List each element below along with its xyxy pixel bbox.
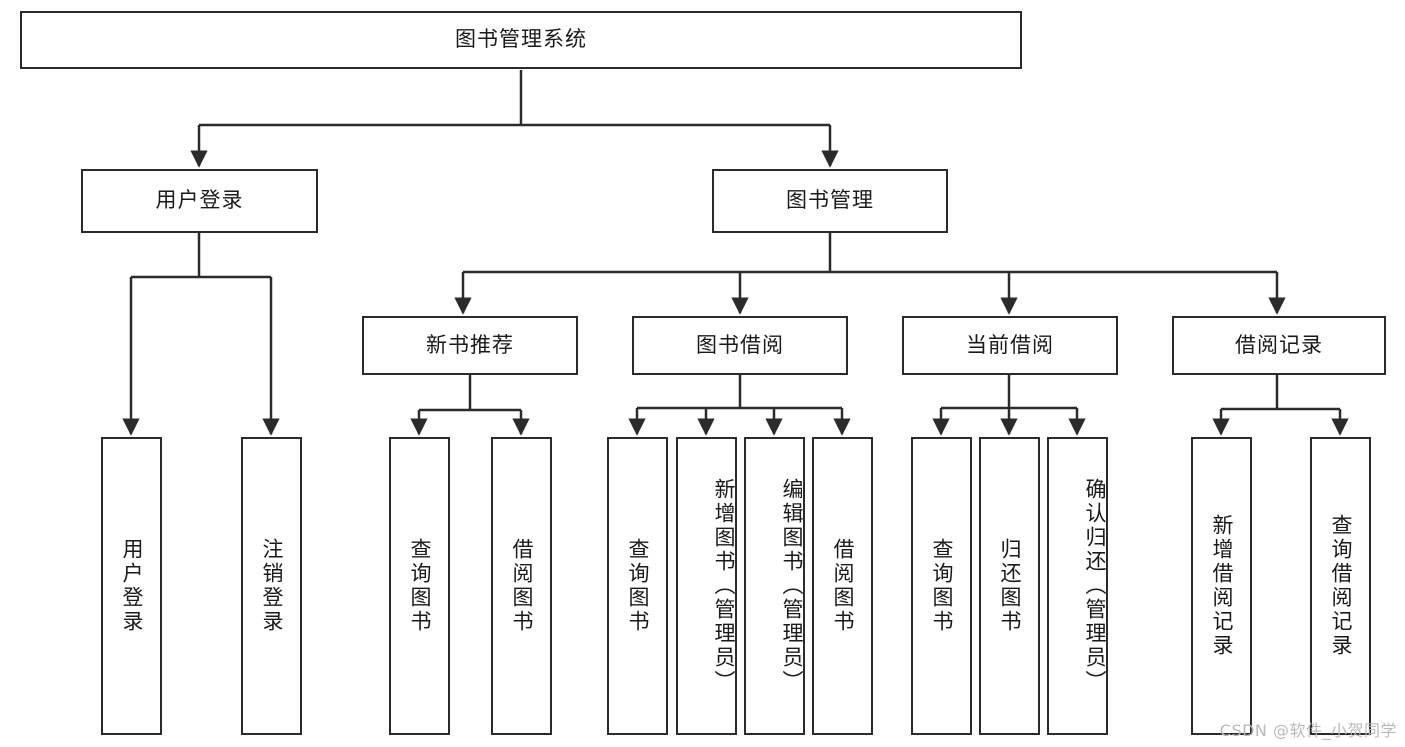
node-book-management[interactable]: 图书管理: [712, 169, 948, 233]
node-new-book-recommend[interactable]: 新书推荐: [362, 316, 578, 375]
node-leaf-borrow-book[interactable]: 借阅图书: [812, 437, 873, 735]
node-book-borrow[interactable]: 图书借阅: [632, 316, 848, 375]
node-borrow-record-label: 借阅记录: [1235, 332, 1323, 357]
node-leaf-user-logout[interactable]: 注销登录: [241, 437, 302, 735]
node-leaf-return-book-label: 归还图书: [998, 538, 1023, 634]
node-leaf-confirm-return-label: 确认归还（管理员）: [1083, 478, 1107, 694]
node-leaf-borrow-book-label: 借阅图书: [831, 538, 856, 634]
node-new-book-recommend-label: 新书推荐: [426, 332, 514, 357]
node-leaf-borrow-book-recommend[interactable]: 借阅图书: [491, 437, 552, 735]
node-leaf-borrow-book-recommend-label: 借阅图书: [510, 538, 535, 634]
node-leaf-query-borrow-record[interactable]: 查询借阅记录: [1310, 437, 1371, 735]
node-root-label: 图书管理系统: [455, 27, 587, 52]
node-book-borrow-label: 图书借阅: [696, 332, 784, 357]
node-root[interactable]: 图书管理系统: [20, 11, 1022, 69]
node-borrow-record[interactable]: 借阅记录: [1172, 316, 1386, 375]
node-leaf-add-book-label: 新增图书（管理员）: [712, 478, 736, 694]
node-leaf-add-borrow-record[interactable]: 新增借阅记录: [1191, 437, 1252, 735]
node-current-borrow-label: 当前借阅: [966, 332, 1054, 357]
node-leaf-user-logout-label: 注销登录: [260, 538, 285, 634]
node-leaf-confirm-return[interactable]: 确认归还（管理员）: [1047, 437, 1108, 735]
node-leaf-query-book-current[interactable]: 查询图书: [911, 437, 972, 735]
node-leaf-query-borrow-record-label: 查询借阅记录: [1329, 514, 1354, 658]
node-leaf-return-book[interactable]: 归还图书: [979, 437, 1040, 735]
node-leaf-query-book-recommend[interactable]: 查询图书: [389, 437, 450, 735]
node-book-management-label: 图书管理: [786, 188, 874, 213]
node-leaf-user-login[interactable]: 用户登录: [101, 437, 162, 735]
node-user-login-label: 用户登录: [155, 188, 244, 213]
node-user-login[interactable]: 用户登录: [81, 169, 318, 233]
node-current-borrow[interactable]: 当前借阅: [902, 316, 1118, 375]
node-leaf-query-book-recommend-label: 查询图书: [408, 538, 433, 634]
node-leaf-user-login-label: 用户登录: [120, 538, 145, 634]
node-leaf-query-book-current-label: 查询图书: [930, 538, 955, 634]
node-leaf-add-book[interactable]: 新增图书（管理员）: [676, 437, 737, 735]
node-leaf-add-borrow-record-label: 新增借阅记录: [1210, 514, 1235, 658]
csdn-watermark: CSDN @软件_小贺同学: [1219, 721, 1397, 740]
node-leaf-query-book-borrow[interactable]: 查询图书: [607, 437, 668, 735]
node-leaf-edit-book-label: 编辑图书（管理员）: [780, 478, 804, 694]
node-leaf-query-book-borrow-label: 查询图书: [626, 538, 651, 634]
node-leaf-edit-book[interactable]: 编辑图书（管理员）: [744, 437, 805, 735]
